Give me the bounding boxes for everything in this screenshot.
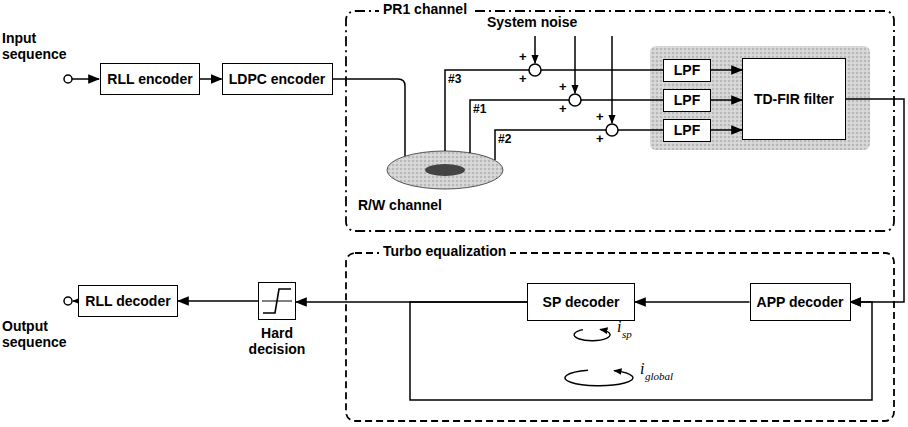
input-terminal bbox=[64, 75, 72, 83]
signal-connector bbox=[711, 69, 742, 71]
box-label: RLL decoder bbox=[85, 293, 170, 309]
threshold-symbol bbox=[263, 289, 291, 313]
path-number: #2 bbox=[498, 133, 511, 147]
sign-label: + bbox=[519, 72, 527, 87]
shaded-area bbox=[650, 46, 870, 150]
box-caption: Hard decision bbox=[237, 325, 317, 357]
iteration-subscript: sp bbox=[622, 328, 632, 341]
lpf-box: LPF bbox=[663, 59, 711, 82]
filter-box: TD-FIR filter bbox=[742, 58, 846, 140]
iteration-subscript: global bbox=[645, 370, 673, 383]
io-label: Input sequence bbox=[2, 30, 76, 62]
summing-junction bbox=[569, 94, 581, 106]
box-label: LPF bbox=[674, 62, 700, 78]
sign-label: + bbox=[596, 132, 604, 147]
global-loop bbox=[565, 370, 633, 386]
decoder-box: APP decoder bbox=[750, 283, 851, 321]
decoder-box: RLL decoder bbox=[78, 285, 178, 317]
read-wire bbox=[445, 70, 529, 151]
equalizer-region: Turbo equalizationSP decoderAPP decoder bbox=[345, 252, 895, 422]
noise-arrow bbox=[574, 36, 576, 93]
sum-wire bbox=[581, 99, 663, 101]
lpf-box: LPF bbox=[663, 119, 711, 142]
summing-junction bbox=[606, 124, 618, 136]
noise-arrow bbox=[534, 36, 536, 63]
rw-disk bbox=[387, 151, 503, 189]
box-label: LPF bbox=[674, 122, 700, 138]
hard-decision-box: Hard decision bbox=[258, 282, 296, 320]
box-label: RLL encoder bbox=[107, 71, 192, 87]
output-terminal bbox=[64, 297, 72, 305]
channel-label: R/W channel bbox=[358, 197, 442, 213]
iteration-symbol: i bbox=[640, 360, 644, 378]
signal-connector bbox=[635, 301, 750, 303]
box-label: SP decoder bbox=[543, 294, 620, 310]
write-wire bbox=[345, 79, 405, 156]
sum-wire bbox=[618, 129, 663, 131]
region-heading: PR1 channel bbox=[379, 1, 471, 17]
signal-connector bbox=[846, 99, 904, 302]
encoder-box: LDPC encoder bbox=[222, 63, 333, 95]
encoder-box: RLL encoder bbox=[100, 63, 200, 95]
read-wire bbox=[495, 130, 606, 160]
signal-connector bbox=[200, 78, 222, 80]
region-heading: Turbo equalization bbox=[379, 243, 510, 259]
box-label: LDPC encoder bbox=[229, 71, 325, 87]
signal-connector bbox=[711, 129, 742, 131]
disk-hub bbox=[425, 164, 465, 176]
sign-label: + bbox=[559, 80, 567, 95]
signal-connector bbox=[333, 78, 346, 80]
sign-label: + bbox=[559, 102, 567, 117]
box-label: APP decoder bbox=[757, 294, 844, 310]
noise-arrow bbox=[611, 36, 613, 123]
summing-junction bbox=[529, 64, 541, 76]
box-label: LPF bbox=[674, 92, 700, 108]
noise-label: System noise bbox=[487, 14, 577, 30]
signal-connector bbox=[178, 300, 258, 302]
sign-label: + bbox=[519, 50, 527, 65]
path-number: #1 bbox=[473, 103, 486, 117]
input-wire bbox=[72, 78, 99, 80]
sum-wire bbox=[541, 69, 663, 71]
lpf-box: LPF bbox=[663, 89, 711, 112]
path-number: #3 bbox=[448, 73, 461, 87]
sign-label: + bbox=[596, 110, 604, 125]
iteration-symbol: i bbox=[617, 318, 621, 336]
sp-loop bbox=[574, 329, 610, 340]
decoder-box: SP decoder bbox=[527, 283, 635, 321]
signal-connector bbox=[711, 99, 742, 101]
box-label: TD-FIR filter bbox=[754, 91, 834, 107]
read-wire bbox=[470, 100, 569, 153]
io-label: Output sequence bbox=[2, 318, 76, 350]
region-outline bbox=[345, 252, 895, 422]
